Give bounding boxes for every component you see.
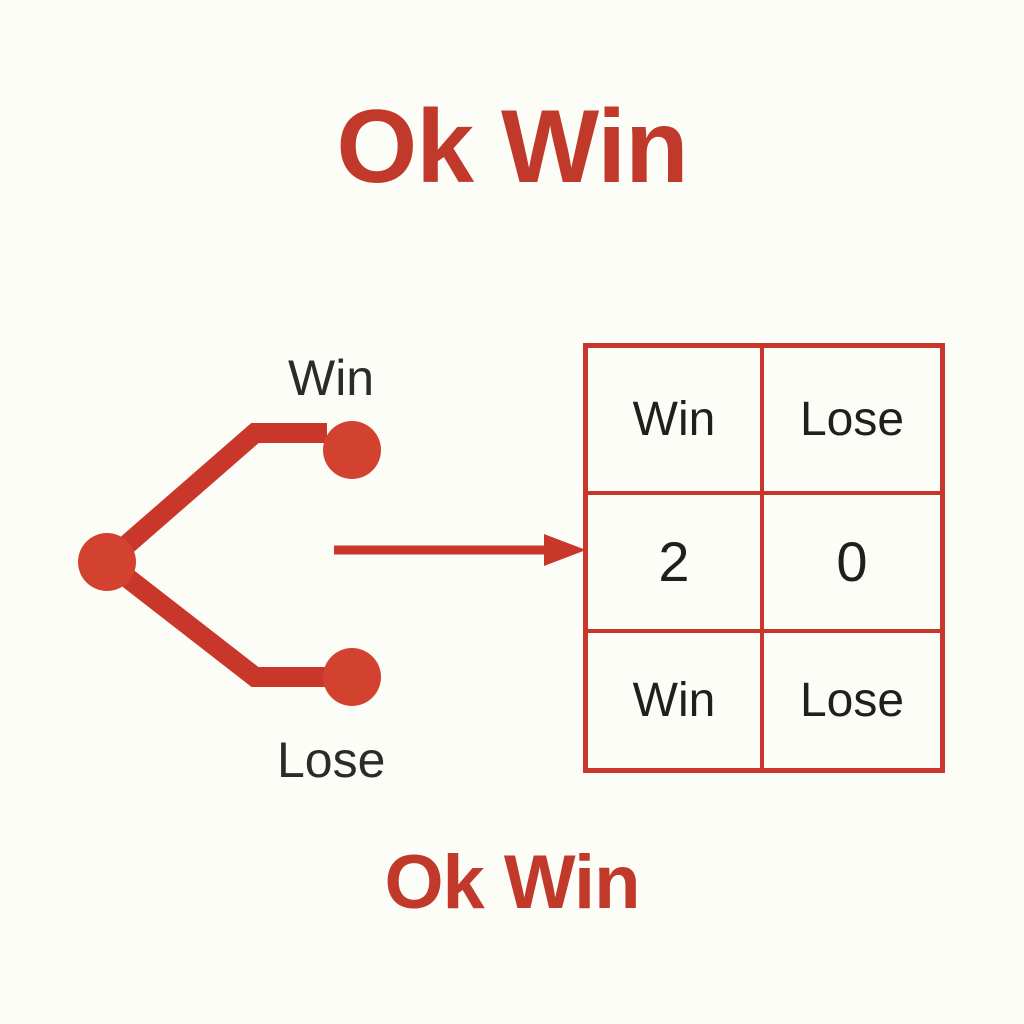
- tree-graphic: [78, 421, 381, 706]
- page-title-bottom: Ok Win: [384, 840, 640, 925]
- branch-label-lose: Lose: [277, 732, 386, 788]
- branch-label-win: Win: [288, 350, 375, 406]
- grid-header-win: Win: [588, 348, 764, 495]
- outcome-matrix: Win Lose 2 0 Win Lose: [583, 343, 945, 773]
- grid-value-lose: 0: [764, 495, 940, 633]
- decision-tree: Win Lose: [55, 320, 535, 820]
- leaf-node-win[interactable]: [323, 421, 381, 479]
- grid-header-lose: Lose: [764, 348, 940, 495]
- grid-footer-lose: Lose: [799, 673, 905, 727]
- page-title-top: Ok Win: [336, 89, 688, 205]
- branch-edge-win: [100, 423, 327, 570]
- branch-edge-lose: [100, 554, 327, 687]
- arrow-head: [544, 534, 586, 566]
- root-node[interactable]: [78, 533, 136, 591]
- flow-arrow-icon: [334, 534, 586, 566]
- grid-value-win: 2: [588, 495, 764, 633]
- leaf-node-lose[interactable]: [323, 648, 381, 706]
- grid-footer-win: Win: [588, 633, 764, 768]
